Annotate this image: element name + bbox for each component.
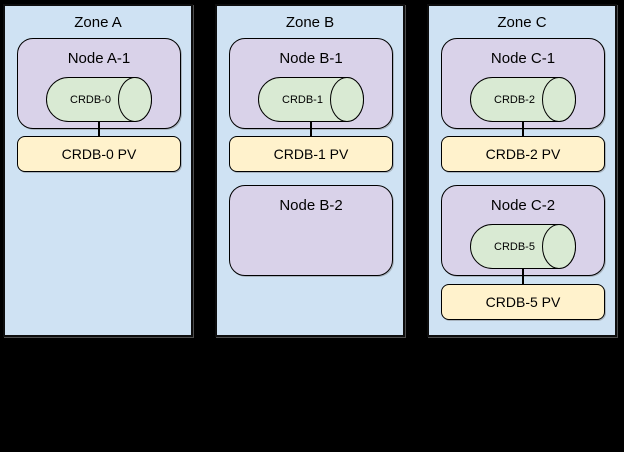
zone-a: Zone A Node A-1 CRDB-0 CRDB-0 PV xyxy=(3,4,193,337)
crdb-2-pod-label: CRDB-2 xyxy=(494,93,535,106)
pv-crdb-5-label: CRDB-5 PV xyxy=(485,294,561,310)
node-a-1-label: Node A-1 xyxy=(67,50,131,67)
node-b-1-label: Node B-1 xyxy=(279,50,343,67)
zone-c-label: Zone C xyxy=(497,14,547,31)
node-b-2: Node B-2 xyxy=(229,185,393,276)
node-c-2: Node C-2 CRDB-5 xyxy=(441,185,605,276)
node-c-1-label: Node C-1 xyxy=(490,50,556,67)
crdb-0-pod-cylinder-icon: CRDB-0 xyxy=(46,77,152,122)
connector-crdb-5-to-pv xyxy=(522,269,524,285)
node-a-1: Node A-1 CRDB-0 xyxy=(17,38,181,129)
node-b-1: Node B-1 CRDB-1 xyxy=(229,38,393,129)
zone-a-label: Zone A xyxy=(74,14,122,31)
connector-crdb-0-to-pv xyxy=(98,122,100,137)
crdb-2-pod-cylinder-icon: CRDB-2 xyxy=(470,77,576,122)
crdb-0-pod-label: CRDB-0 xyxy=(70,93,111,106)
pv-crdb-5: CRDB-5 PV xyxy=(441,284,605,320)
node-b-2-label: Node B-2 xyxy=(279,197,343,214)
pv-crdb-2: CRDB-2 PV xyxy=(441,136,605,172)
zone-c: Zone C Node C-1 CRDB-2 CRDB-2 PV Node C-… xyxy=(427,4,617,337)
connector-crdb-1-to-pv xyxy=(310,122,312,137)
connector-crdb-2-to-pv xyxy=(522,122,524,137)
crdb-5-pod-label: CRDB-5 xyxy=(494,240,535,253)
pv-crdb-1-label: CRDB-1 PV xyxy=(273,146,349,162)
pv-crdb-1: CRDB-1 PV xyxy=(229,136,393,172)
crdb-5-pod-cylinder-icon: CRDB-5 xyxy=(470,224,576,269)
pv-crdb-2-label: CRDB-2 PV xyxy=(485,146,561,162)
pv-crdb-0: CRDB-0 PV xyxy=(17,136,181,172)
node-c-1: Node C-1 CRDB-2 xyxy=(441,38,605,129)
crdb-1-pod-cylinder-icon: CRDB-1 xyxy=(258,77,364,122)
node-c-2-label: Node C-2 xyxy=(490,197,556,214)
zone-b: Zone B Node B-1 CRDB-1 CRDB-1 PV Node B-… xyxy=(215,4,405,337)
zone-b-label: Zone B xyxy=(285,14,335,31)
pv-crdb-0-label: CRDB-0 PV xyxy=(61,146,137,162)
crdb-1-pod-label: CRDB-1 xyxy=(282,93,323,106)
